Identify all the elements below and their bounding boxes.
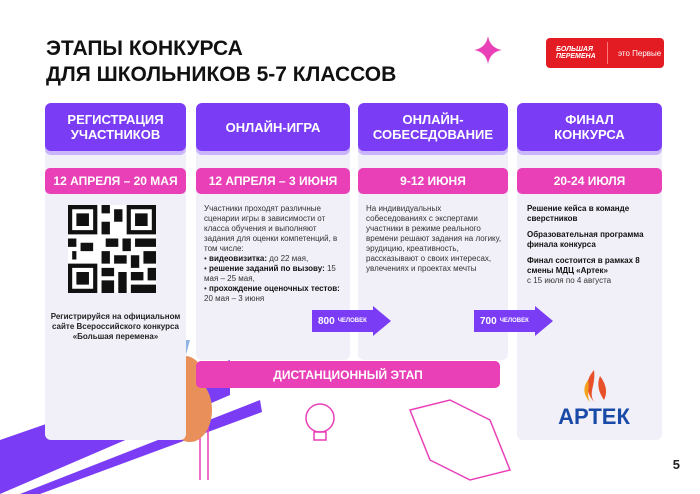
sparkle-icon bbox=[474, 36, 502, 64]
qr-code[interactable] bbox=[68, 205, 156, 293]
stage-title: ОНЛАЙН-ИГРА bbox=[196, 103, 350, 151]
stage-title: РЕГИСТРАЦИЯ УЧАСТНИКОВ bbox=[45, 103, 186, 151]
stage-title: ОНЛАЙН-СОБЕСЕДОВАНИЕ bbox=[358, 103, 508, 151]
page-number: 5 bbox=[672, 457, 680, 472]
interview-description: На индивидуальных собеседованиях с экспе… bbox=[366, 204, 502, 273]
stage-date: 20-24 ИЮЛЯ bbox=[517, 168, 662, 194]
stage-date: 12 АПРЕЛЯ – 3 ИЮНЯ bbox=[196, 168, 350, 194]
distance-stage-bar: ДИСТАНЦИОННЫЙ ЭТАП bbox=[196, 361, 500, 388]
stage-date: 12 АПРЕЛЯ – 20 МАЯ bbox=[45, 168, 186, 194]
online-game-description: Участники проходят различные сценарии иг… bbox=[204, 204, 346, 304]
registration-note: Регистрируйся на официальном сайте Всеро… bbox=[50, 312, 181, 341]
artek-logo: АРТЕК bbox=[548, 368, 640, 430]
stage-title: ФИНАЛ КОНКУРСА bbox=[517, 103, 662, 151]
stage-date: 9-12 ИЮНЯ bbox=[358, 168, 508, 194]
